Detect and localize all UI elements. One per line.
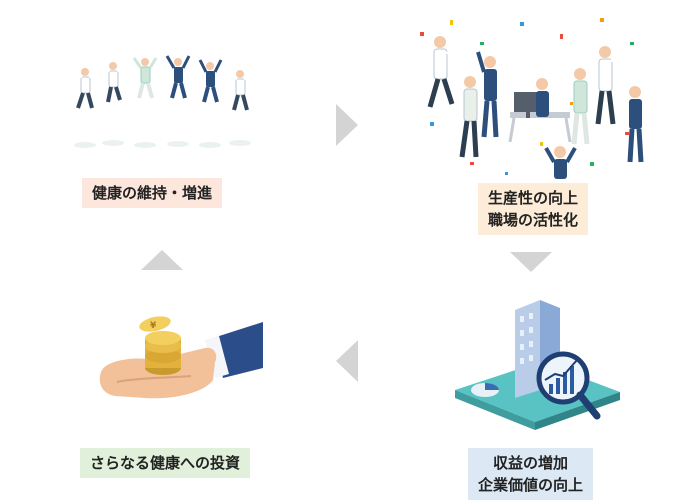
- step1-label: 健康の維持・増進: [82, 178, 223, 208]
- person-figure: [73, 65, 97, 109]
- step3-quadrant: 収益の増加 企業価値の向上: [360, 250, 700, 500]
- worker-3: [459, 76, 479, 158]
- building-growth-chart-magnifier-illustration: [455, 300, 620, 430]
- step2-label-line1: 生産性の向上: [488, 189, 579, 207]
- coin-stack: ¥: [139, 316, 181, 375]
- step2-label: 生産性の向上 職場の活性化: [478, 183, 589, 235]
- celebrating-office-workers-illustration: [420, 18, 644, 179]
- worker-5: [571, 68, 590, 145]
- worker-1: [427, 36, 464, 108]
- step3-label: 収益の増加 企業価値の向上: [468, 448, 594, 500]
- worker-7: [627, 86, 644, 163]
- cycle-arrow-right: [336, 104, 358, 146]
- magnifier-icon: [536, 351, 601, 420]
- step3-label-line2: 企業価値の向上: [478, 476, 584, 494]
- worker-4: [536, 78, 549, 117]
- step4-quadrant: ¥ さらなる健康への投資: [0, 250, 330, 500]
- step4-label-text: さらなる健康への投資: [90, 454, 241, 472]
- cycle-arrow-up: [141, 250, 183, 270]
- worker-2: [476, 51, 499, 138]
- step2-quadrant: 生産性の向上 職場の活性化: [360, 0, 700, 250]
- step2-label-line2: 職場の活性化: [488, 211, 579, 229]
- step3-label-line1: 収益の増加: [493, 454, 569, 472]
- person-figure: [228, 67, 253, 111]
- person-figure: [132, 57, 158, 99]
- person-figure: [165, 55, 191, 99]
- step1-label-text: 健康の維持・増進: [92, 184, 213, 202]
- step4-label: さらなる健康への投資: [80, 448, 251, 478]
- step1-quadrant: 健康の維持・増進: [0, 0, 330, 250]
- confetti: [420, 18, 634, 175]
- cycle-arrow-left: [336, 340, 358, 382]
- jumping-employees-illustration: [73, 55, 253, 148]
- worker-6: [595, 41, 622, 125]
- hand-holding-yen-coins-illustration: ¥: [99, 316, 263, 399]
- person-figure: [198, 59, 223, 103]
- cycle-arrow-down: [510, 252, 552, 272]
- svg-text:¥: ¥: [150, 321, 157, 331]
- person-figure: [100, 61, 126, 103]
- worker-8: [544, 146, 577, 179]
